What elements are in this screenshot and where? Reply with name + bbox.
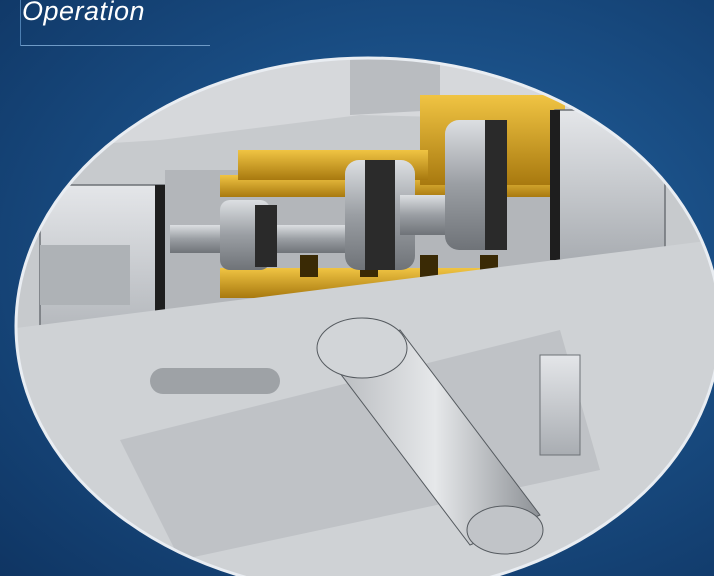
valve-spool xyxy=(170,120,507,270)
left-cap-recess xyxy=(40,245,130,305)
slide-title: Operation xyxy=(22,0,146,26)
cutaway-rim xyxy=(14,56,714,576)
spool-seal-2 xyxy=(365,160,395,270)
angled-pin xyxy=(316,317,544,555)
title-underline xyxy=(20,45,210,46)
housing-boss xyxy=(350,58,440,115)
title-left-rule xyxy=(20,0,21,46)
spool-seal-1 xyxy=(255,205,277,267)
spool-seal-3 xyxy=(485,120,507,250)
